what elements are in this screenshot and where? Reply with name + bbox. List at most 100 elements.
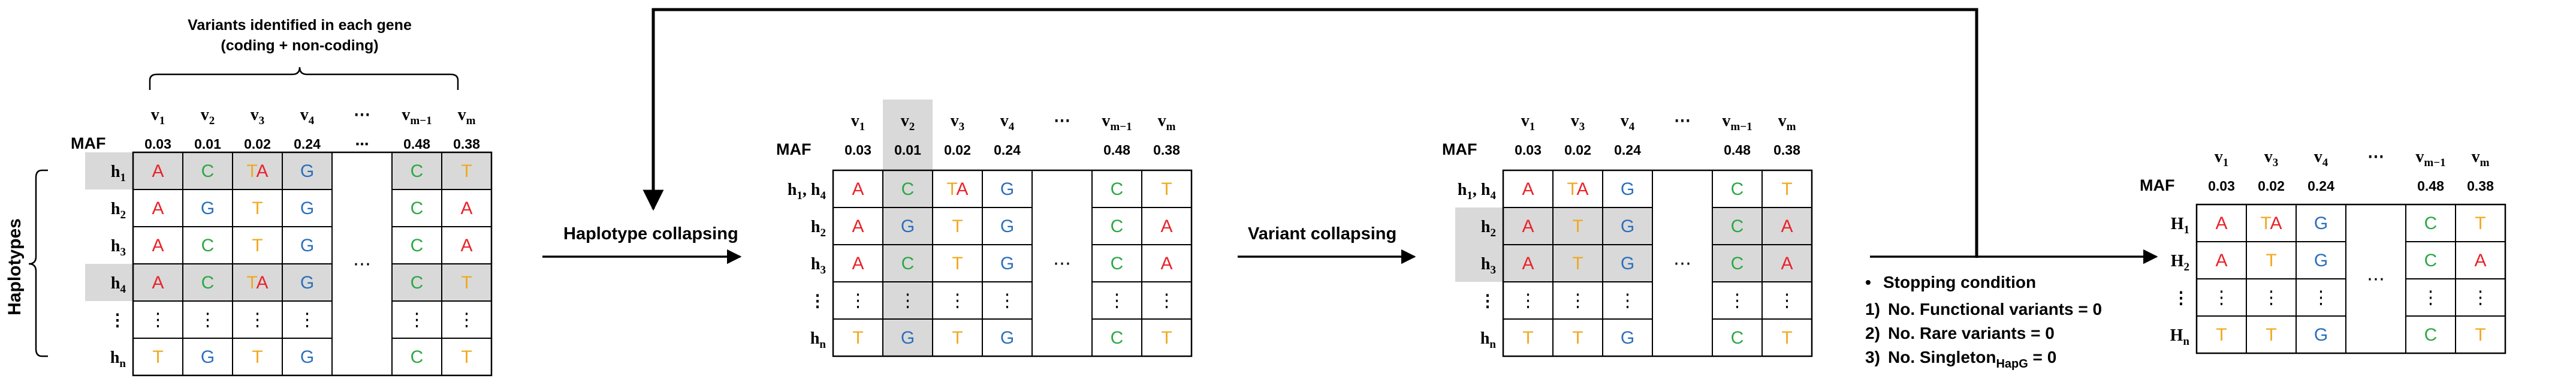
allele-cell: G <box>1621 254 1634 273</box>
allele-cell: G <box>300 236 314 255</box>
allele-cell: C <box>1731 254 1744 273</box>
haplotype-row-label: h1, h4 <box>788 181 827 202</box>
highlight-cell <box>392 152 442 190</box>
allele-cell: C <box>1111 179 1124 199</box>
haplotypes-label: Haplotypes <box>5 218 25 315</box>
highlight-cell <box>1503 245 1553 282</box>
allele-cell: T <box>252 347 263 367</box>
maf-value: 0.02 <box>1564 142 1591 158</box>
haplotype-row-label: h4 <box>111 274 126 296</box>
highlight-row-label <box>1455 245 1503 282</box>
variant-header: ⋯ <box>1674 112 1691 130</box>
allele-cell: A <box>152 198 164 218</box>
haplotype-row-label: hn <box>1480 329 1497 351</box>
variant-header: v1 <box>1521 112 1536 133</box>
haplotype-row-label: h2 <box>1481 218 1496 239</box>
allele-cell: T <box>2216 325 2227 345</box>
highlight-cell <box>183 264 233 301</box>
allele-cell: ⋮ <box>1158 291 1176 311</box>
variants-title-line2: (coding + non-coding) <box>221 37 378 54</box>
maf-label: MAF <box>71 134 105 152</box>
allele-cell: G <box>1621 179 1634 199</box>
maf-value: 0.01 <box>894 142 921 158</box>
allele-cell: G <box>300 198 314 218</box>
allele-cell: ⋮ <box>1569 291 1587 311</box>
allele-cell: A <box>460 236 472 255</box>
variant-header: v4 <box>1621 112 1635 133</box>
highlight-cell <box>183 152 233 190</box>
haplotype-row-label: ⋮ <box>809 292 826 311</box>
variants-title-line1: Variants identified in each gene <box>188 17 412 34</box>
table-grid <box>832 169 1193 357</box>
allele-cell: A <box>1522 216 1534 236</box>
allele-cell: ⋮ <box>1778 291 1796 311</box>
stopping-item-number: 3) <box>1865 348 1880 366</box>
allele-cell: A <box>460 198 472 218</box>
variant-header: vm−1 <box>402 106 432 127</box>
maf-value: 0.03 <box>844 142 871 158</box>
allele-cell: A <box>2474 251 2486 270</box>
highlight-row-label <box>85 264 133 301</box>
haplotype-row-label: h1, h4 <box>1458 181 1497 202</box>
allele-cell: C <box>2424 325 2438 345</box>
allele-cell: C <box>1111 254 1124 273</box>
allele-cell: ⋮ <box>2422 288 2440 308</box>
allele-cell: ⋮ <box>1108 291 1126 311</box>
highlight-cell <box>1553 245 1603 282</box>
maf-value: 0.24 <box>994 142 1021 158</box>
haplotypes-brace <box>28 169 48 357</box>
allele-cell: A <box>1522 179 1534 199</box>
variant-header: vm <box>458 106 476 127</box>
haplotype-row-label: hn <box>810 329 827 351</box>
allele-cell: C <box>201 161 215 181</box>
allele-cell: G <box>1000 328 1014 348</box>
allele-cell: G <box>1621 328 1634 348</box>
allele-cell: G <box>1000 179 1014 199</box>
allele-cell: G <box>300 161 314 181</box>
table-grid <box>2195 203 2506 354</box>
allele-cell: T <box>952 254 963 273</box>
highlight-cell <box>1603 245 1652 282</box>
allele-cell: A <box>152 161 164 181</box>
allele-cell: ⋮ <box>1619 291 1637 311</box>
highlight-cell <box>133 152 183 190</box>
variant-header: vm−1 <box>1102 112 1132 133</box>
allele-cell: C <box>411 236 424 255</box>
allele-cell: C <box>411 198 424 218</box>
allele-cell: G <box>1000 254 1014 273</box>
allele-cell: ⋯ <box>1053 254 1071 273</box>
allele-cell: G <box>2314 213 2328 233</box>
variant-header: vm <box>1778 112 1796 133</box>
maf-value: 0.03 <box>2208 178 2235 194</box>
allele-cell: TA <box>2260 213 2282 233</box>
allele-cell: C <box>1111 216 1124 236</box>
allele-cell: T <box>252 198 263 218</box>
maf-value: 0.03 <box>1515 142 1542 158</box>
allele-cell: ⋮ <box>1519 291 1537 311</box>
stopping-item-number: 1) <box>1865 300 1880 318</box>
haplotype-row-label: H1 <box>2171 215 2189 236</box>
variant-header: vm <box>2472 148 2490 169</box>
maf-value: 0.38 <box>2467 178 2494 194</box>
allele-cell: G <box>901 328 915 348</box>
allele-cell: T <box>1572 254 1583 273</box>
allele-cell: G <box>2314 251 2328 270</box>
allele-cell: T <box>852 328 863 348</box>
allele-cell: T <box>252 236 263 255</box>
stopping-condition: • Stopping condition 1)No. Functional va… <box>1865 273 2102 371</box>
haplotype-row-label: H2 <box>2171 252 2189 273</box>
allele-cell: A <box>1160 254 1172 273</box>
highlight-cell <box>233 264 282 301</box>
maf-value: 0.24 <box>294 136 321 152</box>
allele-cell: C <box>1111 328 1124 348</box>
allele-cell: A <box>1781 254 1793 273</box>
allele-cell: T <box>2475 213 2485 233</box>
maf-value: 0.38 <box>1153 142 1180 158</box>
highlight-column <box>883 100 933 356</box>
stopping-item-text: No. SingletonHapG = 0 <box>1888 348 2056 371</box>
allele-cell: A <box>852 179 864 199</box>
allele-cell: T <box>1572 216 1583 236</box>
variant-collapsing-label: Variant collapsing <box>1248 224 1396 243</box>
